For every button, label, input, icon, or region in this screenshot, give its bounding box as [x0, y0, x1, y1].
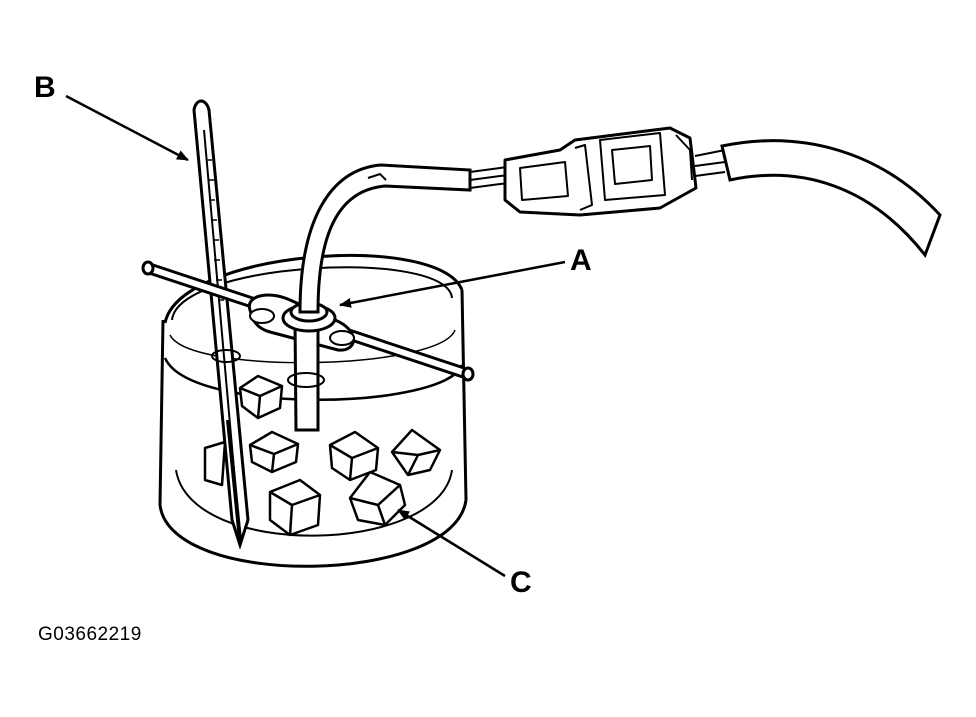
ice-cube	[203, 440, 227, 487]
ice-cube	[390, 428, 442, 477]
callout-label-c: C	[510, 566, 532, 599]
ice-cube	[268, 478, 322, 537]
thermometer	[192, 99, 250, 550]
leader-line-b	[65, 94, 189, 162]
ice-cube	[248, 430, 300, 474]
callout-label-b: B	[34, 71, 56, 104]
leader-lines	[65, 94, 566, 578]
ice-cube	[348, 470, 407, 527]
wires-right	[694, 149, 726, 177]
leader-line-c	[397, 508, 506, 578]
ice-cube	[328, 430, 380, 482]
harness-cable	[720, 139, 942, 259]
ice-cube	[238, 374, 284, 420]
ice-cubes	[203, 374, 442, 537]
connector	[503, 126, 698, 217]
figure-id: G03662219	[38, 624, 142, 645]
leader-line-a	[339, 260, 566, 308]
callout-label-a: A	[570, 244, 592, 277]
